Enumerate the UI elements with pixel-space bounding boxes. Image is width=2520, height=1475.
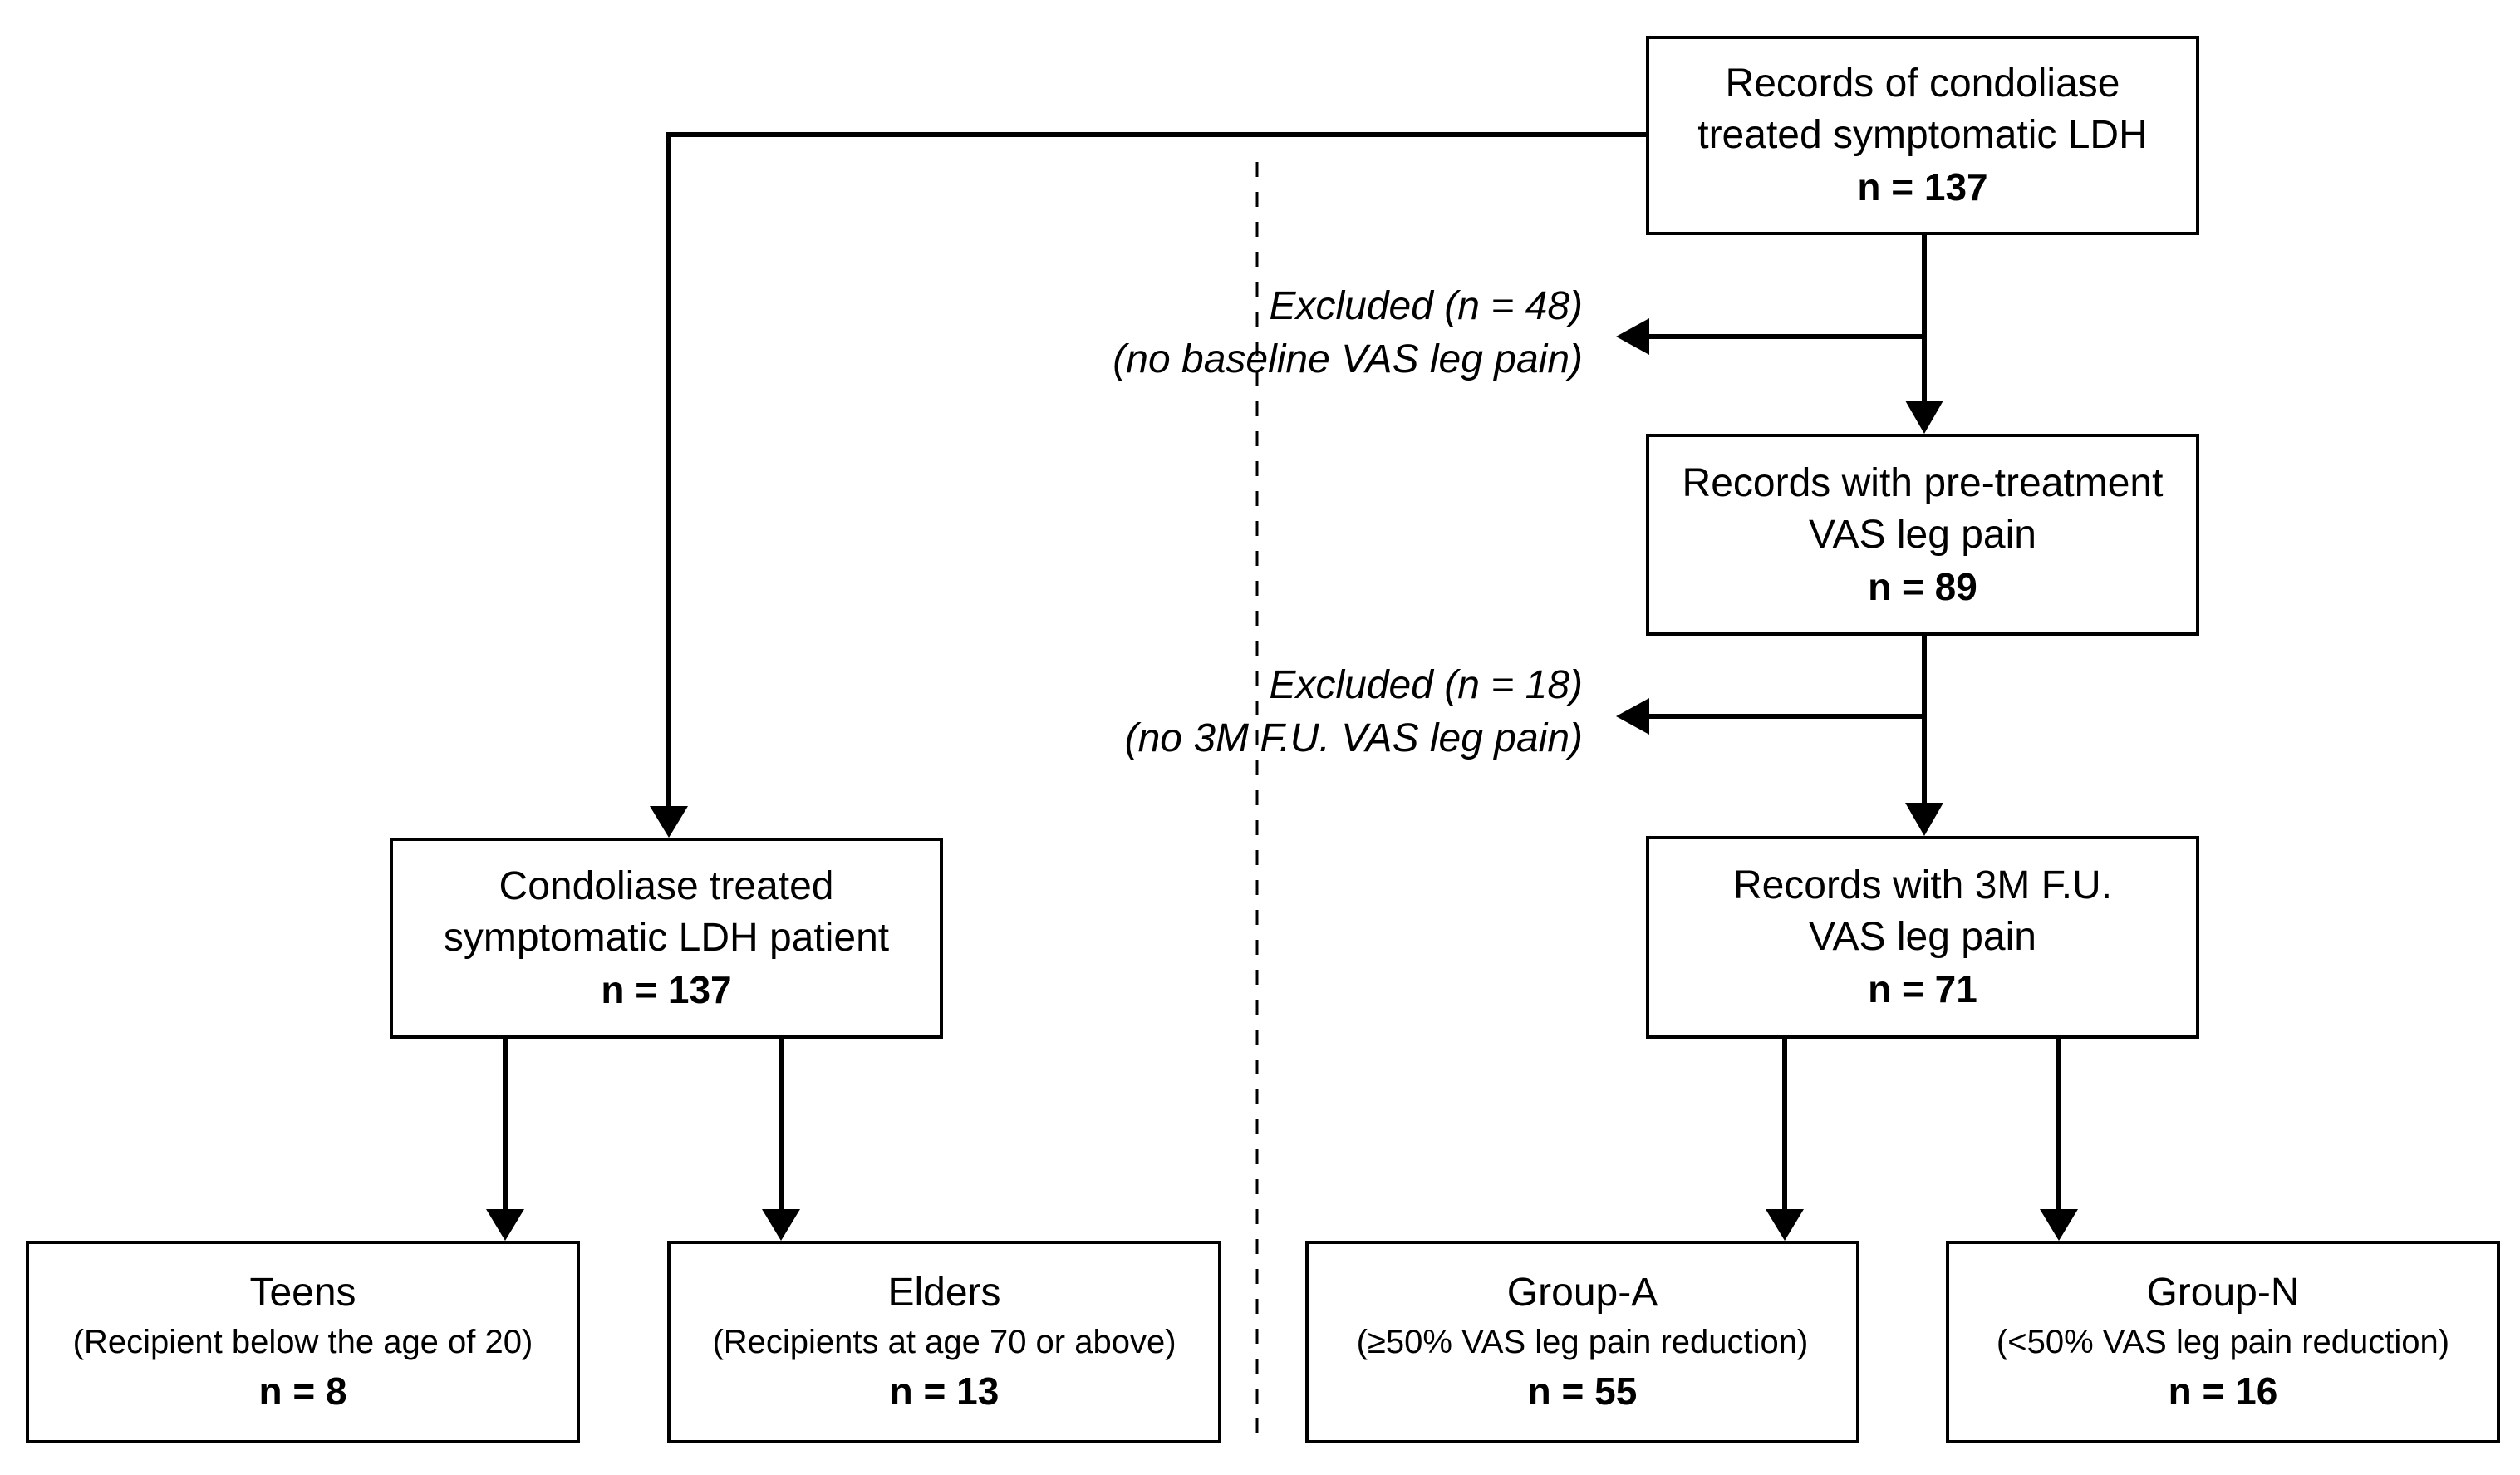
records-pre-line1: Records with pre-treatment	[1682, 460, 2164, 505]
records-all-count: n = 137	[1857, 165, 1988, 209]
records-3m-line2: VAS leg pain	[1809, 915, 2036, 959]
exclusion-1-line1: Excluded (n = 48)	[1269, 284, 1583, 328]
elders-count: n = 13	[889, 1369, 1000, 1413]
exclusion-1-label: Excluded (n = 48) (no baseline VAS leg p…	[914, 280, 1583, 386]
records-3m-line1: Records with 3M F.U.	[1732, 863, 2113, 907]
group-n-desc: (<50% VAS leg pain reduction)	[1996, 1324, 2450, 1360]
arrow-records-to-patients	[666, 132, 1649, 806]
exclusion-1-line2: (no baseline VAS leg pain)	[1113, 337, 1583, 381]
arrowhead-exclusion-2	[1616, 698, 1649, 735]
box-records-all: Records of condoliase treated symptomati…	[1646, 36, 2199, 235]
exclusion-2-line2: (no 3M F.U. VAS leg pain)	[1124, 716, 1583, 760]
exclusion-2-line1: Excluded (n = 18)	[1269, 663, 1583, 707]
patients-line1: Condoliase treated	[499, 864, 834, 908]
exclusion-2-label: Excluded (n = 18) (no 3M F.U. VAS leg pa…	[914, 659, 1583, 765]
records-all-line1: Records of condoliase	[1725, 61, 2120, 106]
records-pre-count: n = 89	[1868, 564, 1977, 608]
elders-desc: (Recipients at age 70 or above)	[712, 1324, 1176, 1360]
records-all-line2: treated symptomatic LDH	[1697, 113, 2148, 157]
box-records-3m: Records with 3M F.U. VAS leg pain n = 71	[1646, 836, 2199, 1039]
arrowhead-elders	[762, 1209, 800, 1241]
box-group-n: Group-N (<50% VAS leg pain reduction) n …	[1946, 1241, 2500, 1443]
teens-title: Teens	[249, 1271, 356, 1315]
arrowhead-group-n	[2040, 1209, 2078, 1241]
group-n-title: Group-N	[2146, 1271, 2300, 1315]
box-elders: Elders (Recipients at age 70 or above) n…	[667, 1241, 1221, 1443]
group-a-count: n = 55	[1527, 1369, 1638, 1413]
group-a-title: Group-A	[1506, 1271, 1658, 1315]
box-teens: Teens (Recipient below the age of 20) n …	[26, 1241, 580, 1443]
group-a-desc: (≥50% VAS leg pain reduction)	[1356, 1324, 1809, 1360]
arrowhead-group-a	[1766, 1209, 1804, 1241]
box-group-a: Group-A (≥50% VAS leg pain reduction) n …	[1305, 1241, 1859, 1443]
arrowhead-pre	[1905, 401, 1943, 434]
arrowhead-patients	[650, 806, 688, 838]
records-3m-count: n = 71	[1868, 967, 1977, 1010]
teens-desc: (Recipient below the age of 20)	[72, 1324, 533, 1360]
arrowhead-3m	[1905, 803, 1943, 836]
box-records-pre: Records with pre-treatment VAS leg pain …	[1646, 434, 2199, 636]
teens-count: n = 8	[258, 1369, 347, 1413]
elders-title: Elders	[887, 1271, 1001, 1315]
patients-line2: symptomatic LDH patient	[443, 916, 890, 960]
arrowhead-teens	[486, 1209, 524, 1241]
records-pre-line2: VAS leg pain	[1809, 512, 2036, 557]
box-patients: Condoliase treated symptomatic LDH patie…	[390, 838, 943, 1039]
patients-count: n = 137	[601, 968, 732, 1011]
arrowhead-exclusion-1	[1616, 318, 1649, 355]
group-n-count: n = 16	[2168, 1369, 2278, 1413]
